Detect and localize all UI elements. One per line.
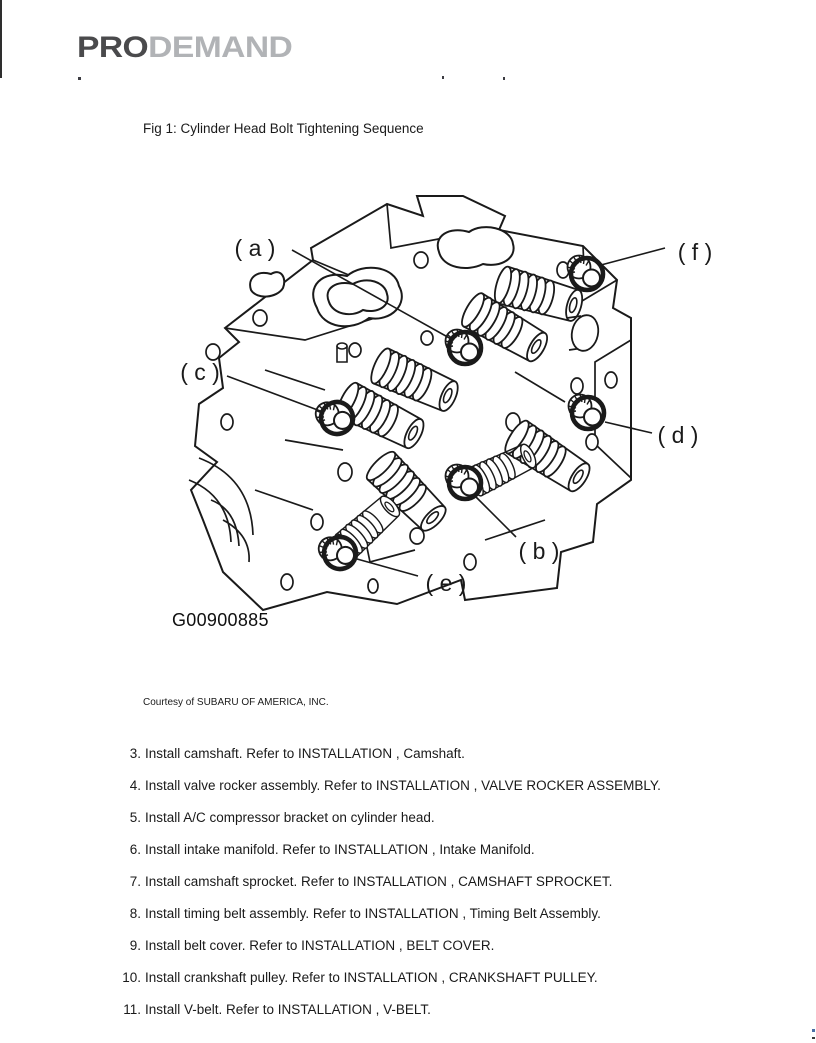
artifact-dot — [503, 77, 505, 80]
head-outline — [189, 195, 632, 612]
step-number: 7. — [129, 874, 141, 889]
bolt-label-b: ( b ) — [519, 538, 560, 564]
artifact-dot — [442, 76, 444, 79]
step-text: Install camshaft. Refer to INSTALLATION … — [145, 746, 465, 761]
bolt-f — [568, 256, 604, 291]
step-text: Install V-belt. Refer to INSTALLATION , … — [145, 1002, 431, 1017]
step-item: 7. Install camshaft sprocket. Refer to I… — [0, 874, 816, 906]
bolt-labels: ( a ) ( f ) ( c ) ( d ) ( b ) ( e ) — [180, 235, 712, 596]
step-number: 5. — [129, 810, 141, 825]
leader-lines — [226, 247, 666, 577]
step-number: 6. — [129, 842, 141, 857]
port-openings — [249, 226, 515, 328]
artifact-dot — [812, 1037, 815, 1039]
step-number: 4. — [129, 778, 141, 793]
bolt-d — [569, 395, 605, 430]
step-text: Install camshaft sprocket. Refer to INST… — [145, 874, 613, 889]
bolt-label-c: ( c ) — [180, 359, 220, 385]
step-item: 3. Install camshaft. Refer to INSTALLATI… — [0, 746, 816, 778]
dowel-pin — [336, 342, 348, 363]
step-item: 11. Install V-belt. Refer to INSTALLATIO… — [0, 1002, 816, 1034]
graphic-id: G00900885 — [172, 610, 269, 630]
bolt-label-e: ( e ) — [426, 570, 467, 596]
casting-lines — [188, 203, 632, 564]
step-item: 9. Install belt cover. Refer to INSTALLA… — [0, 938, 816, 970]
step-number: 8. — [129, 906, 141, 921]
step-number: 9. — [129, 938, 141, 953]
step-text: Install A/C compressor bracket on cylind… — [145, 810, 435, 825]
installation-steps: 3. Install camshaft. Refer to INSTALLATI… — [0, 746, 816, 1034]
figure-caption: Fig 1: Cylinder Head Bolt Tightening Seq… — [143, 121, 424, 136]
step-number: 10. — [122, 970, 141, 985]
cylinder-head-diagram: ( a ) ( f ) ( c ) ( d ) ( b ) ( e ) — [180, 195, 712, 612]
bolt-a — [446, 330, 482, 365]
step-text: Install timing belt assembly. Refer to I… — [145, 906, 601, 921]
logo-pro-text: PRO — [77, 31, 149, 64]
step-text: Install crankshaft pulley. Refer to INST… — [145, 970, 598, 985]
artifact-dot — [812, 1029, 815, 1032]
step-item: 10. Install crankshaft pulley. Refer to … — [0, 970, 816, 1002]
bolt-b — [446, 465, 482, 500]
step-item: 4. Install valve rocker assembly. Refer … — [0, 778, 816, 810]
step-text: Install belt cover. Refer to INSTALLATIO… — [145, 938, 495, 953]
bolt-label-d: ( d ) — [658, 422, 699, 448]
logo-demand-text: DEMAND — [148, 31, 293, 64]
page-edge-line — [0, 0, 2, 78]
artifact-dot — [78, 77, 81, 80]
prodemand-logo: PRODEMAND — [77, 31, 293, 65]
step-item: 5. Install A/C compressor bracket on cyl… — [0, 810, 816, 842]
step-number: 3. — [129, 746, 141, 761]
bolt-label-a: ( a ) — [235, 235, 276, 261]
bolt-label-f: ( f ) — [678, 239, 713, 265]
step-number: 11. — [123, 1002, 141, 1017]
courtesy-line: Courtesy of SUBARU OF AMERICA, INC. — [143, 697, 329, 708]
step-text: Install valve rocker assembly. Refer to … — [145, 778, 661, 793]
step-item: 6. Install intake manifold. Refer to INS… — [0, 842, 816, 874]
bolt-shanks — [331, 264, 600, 562]
step-item: 8. Install timing belt assembly. Refer t… — [0, 906, 816, 938]
step-text: Install intake manifold. Refer to INSTAL… — [145, 842, 535, 857]
